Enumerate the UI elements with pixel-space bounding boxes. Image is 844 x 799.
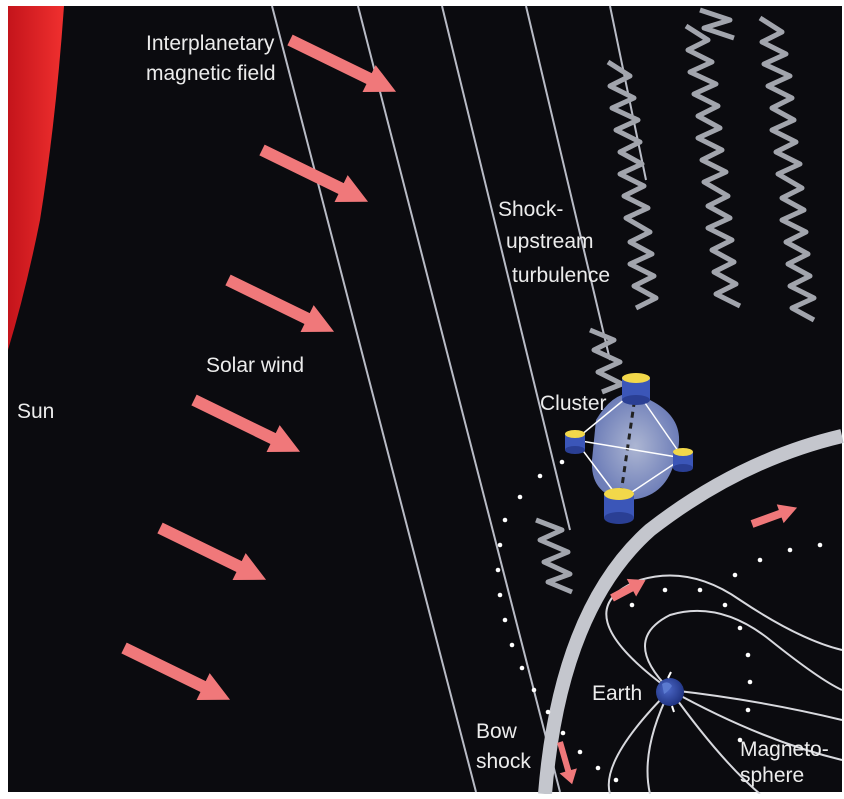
- solar-wind-arrow: [287, 34, 397, 93]
- sun-label: Sun: [17, 400, 54, 423]
- imf-lines: [271, 5, 647, 793]
- earth-globe-icon: [656, 671, 684, 713]
- solar-wind-arrow: [557, 741, 577, 785]
- solar-wind-arrows: [121, 34, 798, 785]
- earth-label: Earth: [592, 682, 642, 705]
- turbulence-bands: [535, 7, 817, 595]
- shock-label-line1: Shock-: [498, 198, 563, 221]
- magnetosphere-field-lines: [605, 574, 843, 795]
- cluster-satellite-icon: [673, 448, 693, 472]
- bow-shock-arc: [538, 429, 844, 795]
- turbulence-wave: [758, 15, 817, 323]
- turbulence-wave: [606, 59, 659, 311]
- magnetosphere-label-line2: sphere: [740, 764, 804, 787]
- solar-wind-arrow: [191, 394, 301, 453]
- cluster-satellite-icon: [565, 430, 585, 454]
- dipole-line: [669, 689, 843, 761]
- solar-wind-arrow: [225, 274, 335, 333]
- field-line: [441, 5, 571, 531]
- solar-wind-arrow: [610, 578, 646, 602]
- solar-wind-arrow: [259, 144, 369, 203]
- sun-limb: [8, 6, 64, 350]
- turbulence-wave: [535, 517, 573, 595]
- cluster-formation: [565, 373, 693, 524]
- cluster-satellite-icon: [604, 488, 634, 524]
- imf-label-line1: Interplanetary: [146, 32, 275, 55]
- magnetopause-dots: [495, 459, 823, 783]
- dipole-line: [607, 689, 671, 795]
- shock-label-line2: upstream: [506, 230, 594, 253]
- solar-wind-label: Solar wind: [206, 354, 304, 377]
- dipole-line: [669, 689, 761, 795]
- cluster-label: Cluster: [540, 392, 607, 415]
- field-line: [525, 5, 611, 361]
- bow-shock-label-line1: Bow: [476, 720, 518, 743]
- turbulence-wave: [684, 23, 742, 309]
- dipole-line: [644, 609, 843, 691]
- dipole-line: [605, 574, 843, 691]
- bow-shock-label-line2: shock: [476, 750, 531, 773]
- solar-wind-arrow: [750, 504, 798, 528]
- imf-label-line2: magnetic field: [146, 62, 276, 85]
- solar-wind-arrow: [157, 522, 267, 581]
- shock-label-line3: turbulence: [512, 264, 610, 287]
- dipole-line: [669, 689, 843, 721]
- turbulence-wave: [699, 7, 735, 41]
- solar-wind-arrow: [121, 642, 231, 701]
- field-line: [357, 5, 561, 793]
- field-line: [271, 5, 477, 793]
- magnetosphere-label-line1: Magneto-: [740, 738, 829, 761]
- cluster-satellite-icon: [622, 373, 650, 405]
